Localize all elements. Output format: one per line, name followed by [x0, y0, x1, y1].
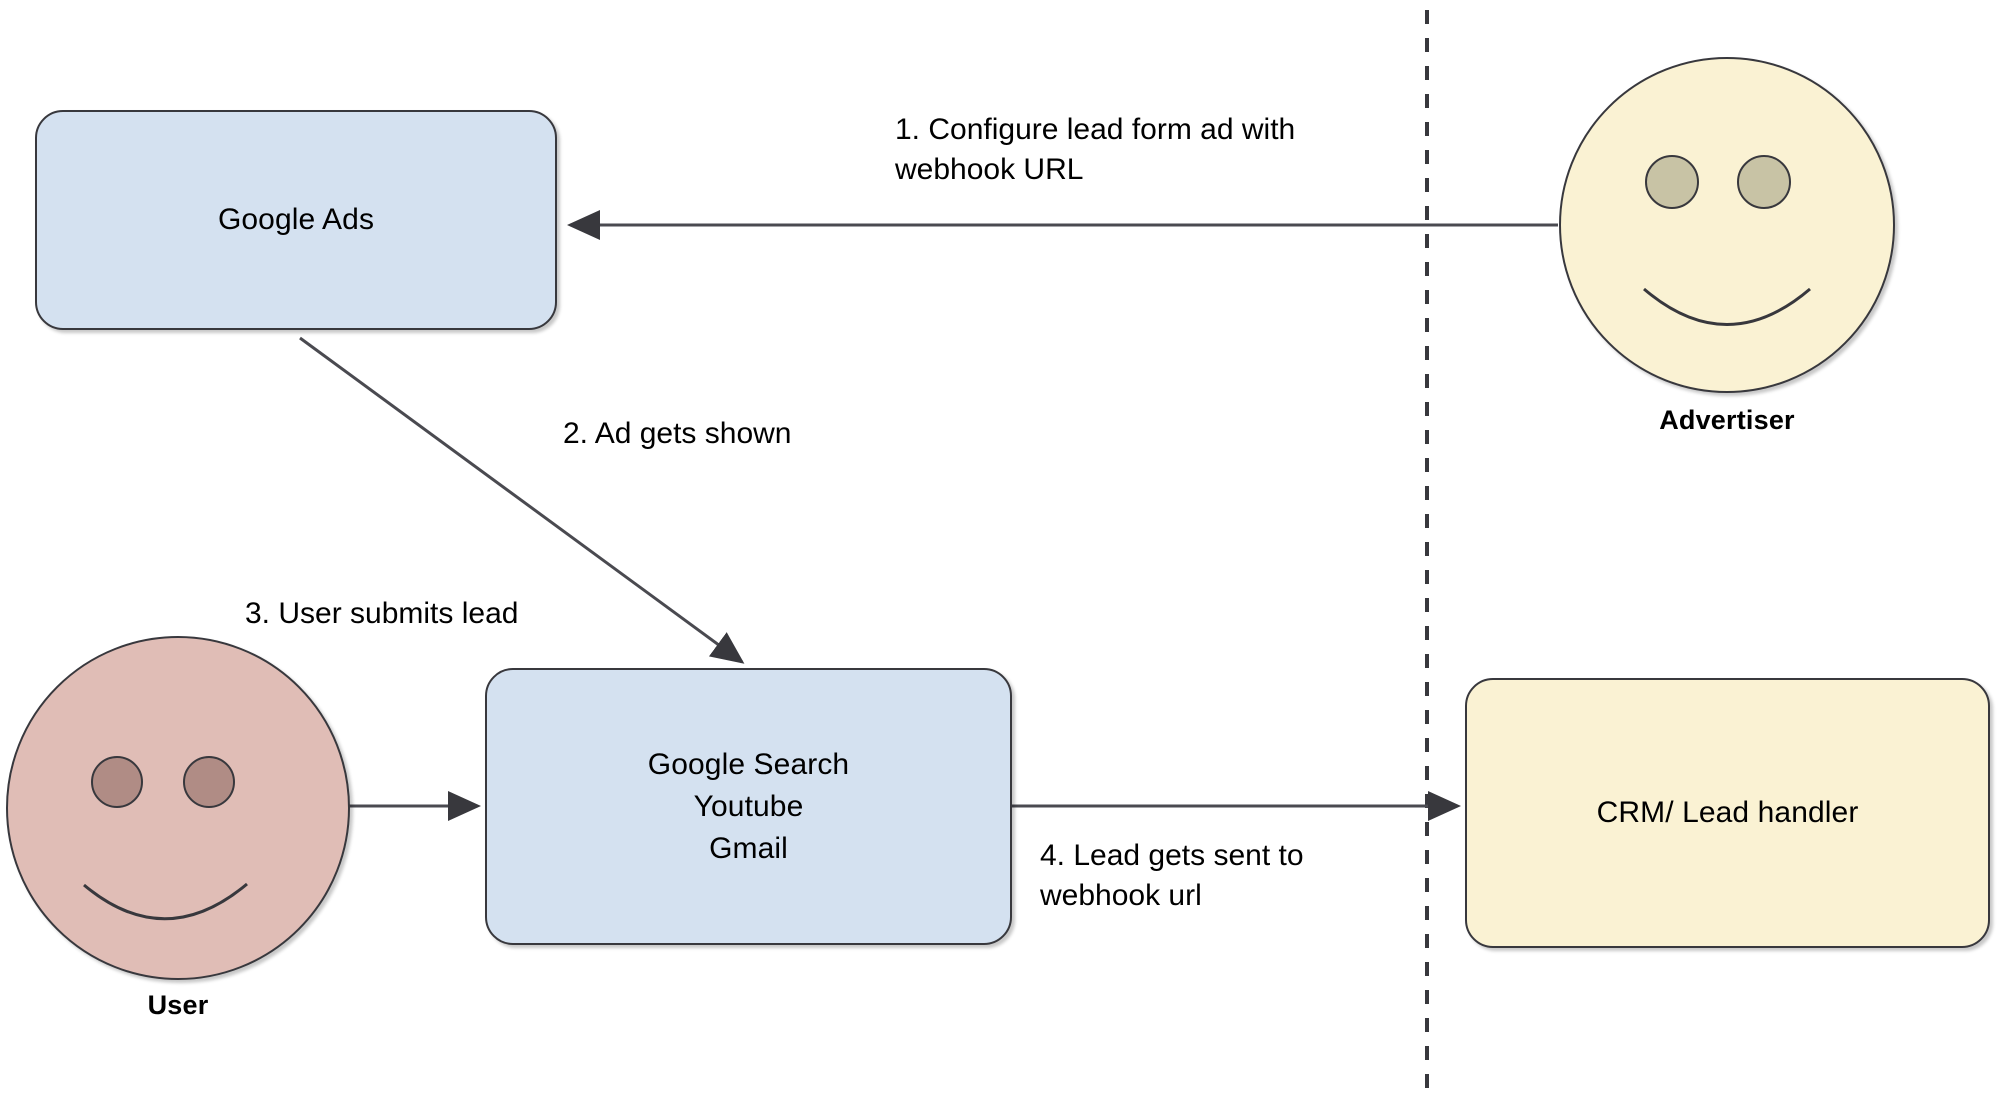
edge-label-configure-lead-form: 1. Configure lead form ad with webhook U… [895, 113, 1296, 186]
edge-label-ad-gets-shown: 2. Ad gets shown [563, 417, 792, 450]
edge-2-line [299, 336, 745, 664]
node-google-ads[interactable]: Google Ads [35, 110, 557, 330]
advertiser-smile-icon [1643, 287, 1811, 326]
node-google-surfaces[interactable]: Google Search Youtube Gmail [485, 668, 1012, 945]
user-face-circle [6, 636, 350, 980]
user-smile-icon [83, 882, 248, 921]
node-google-surfaces-label: Google Search Youtube Gmail [647, 747, 850, 865]
node-google-ads-label: Google Ads [217, 203, 375, 236]
user-left-eye-icon [91, 756, 143, 808]
node-crm-label: CRM/ Lead handler [1596, 796, 1859, 829]
advertiser-face-features [1643, 155, 1811, 326]
advertiser-right-eye-icon [1737, 155, 1791, 209]
advertiser-left-eye-icon [1645, 155, 1699, 209]
actor-advertiser[interactable]: Advertiser [1559, 57, 1895, 435]
node-crm[interactable]: CRM/ Lead handler [1465, 678, 1990, 948]
advertiser-face-circle [1559, 57, 1895, 393]
user-face-features [83, 756, 248, 921]
edge-label-lead-sent-to-webhook: 4. Lead gets sent to webhook url [1040, 839, 1304, 912]
user-right-eye-icon [183, 756, 235, 808]
user-label: User [147, 990, 209, 1020]
edge-label-user-submits-lead: 3. User submits lead [245, 597, 519, 630]
advertiser-label: Advertiser [1659, 405, 1795, 435]
actor-user[interactable]: User [6, 636, 350, 1020]
